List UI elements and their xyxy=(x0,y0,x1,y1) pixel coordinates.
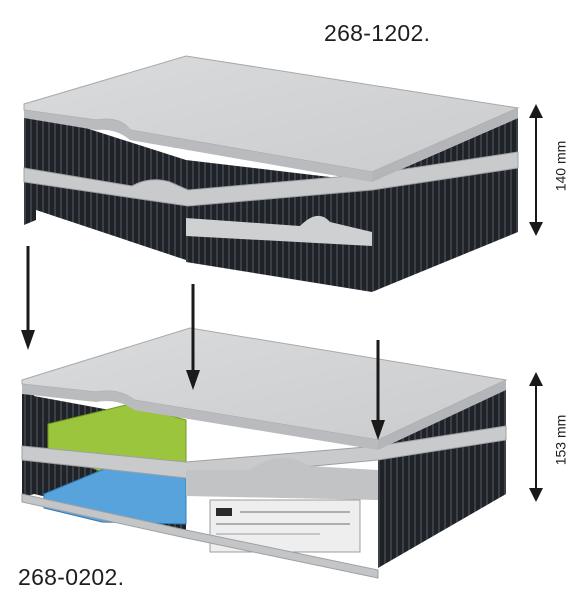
model-number-top: 268-1202. xyxy=(324,20,431,46)
top-tray-unit xyxy=(23,55,520,292)
top-unit-middle-shelf xyxy=(23,151,519,207)
assembly-arrows xyxy=(21,246,385,440)
bottom-unit-middle-shelf xyxy=(21,425,507,479)
height-label-bottom: 153 mm xyxy=(552,414,569,466)
arrow-down-right-icon xyxy=(371,340,385,440)
arrow-down-left-icon xyxy=(21,246,35,350)
top-unit-left-frame xyxy=(24,100,36,225)
height-label-top: 140 mm xyxy=(552,140,569,192)
model-number-bottom: 268-0202. xyxy=(18,564,125,590)
arrow-down-center-icon xyxy=(186,284,200,390)
bottom-unit-left-frame xyxy=(22,386,34,498)
bottom-tray-unit xyxy=(21,327,508,579)
dimension-arrow-top-icon xyxy=(529,104,543,236)
dimension-arrow-bottom-icon xyxy=(529,372,543,502)
bottom-unit-right-frame xyxy=(378,382,506,568)
